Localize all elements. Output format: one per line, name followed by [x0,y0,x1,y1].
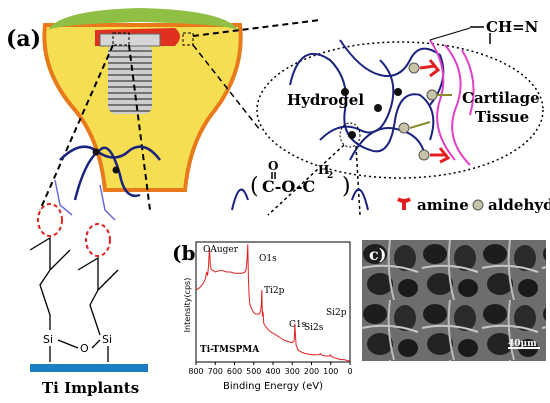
peak-label-ti2p: Ti2p [264,286,285,296]
crosslink-node [348,131,356,139]
molecule-bonds [77,256,119,336]
polymer-chain [73,146,141,201]
ti-implants-label: Ti Implants [42,379,139,397]
reactive-site-marker [85,223,111,257]
plot-frame [195,241,351,363]
crosslink-node [341,88,349,96]
peak-label-o1s: O1s [259,254,277,264]
zoom-box-right [182,32,194,46]
polymer-chain [351,188,369,211]
joint-illustration [39,8,321,211]
polymer-chain [289,52,435,153]
panel-c-label: c) [369,245,386,264]
crosslink-node [394,88,402,96]
tissue-fiber [461,49,475,116]
imine-formula: CH=N [486,18,539,36]
peak-label-si2p: Si2p [326,308,347,318]
scale-bar-label: 40μm [508,339,537,349]
x-tick-label: 400 [265,367,280,376]
molecule-bonds [49,339,109,362]
silane-si-1: Si [43,333,53,346]
panel-c: c) 40μm [362,240,546,361]
aldehyde-group [418,149,430,161]
ester-oxygen: O [268,159,278,173]
crosslink-node [92,148,100,156]
zoom-line [128,44,151,211]
sem-image [362,240,546,361]
peak-label-si2s: Si2s [304,323,324,333]
imine-bond [409,121,431,129]
x-tick-label: 200 [304,367,319,376]
ester-formula: C-O-C [262,177,315,196]
reactive-site-marker [37,203,63,237]
ester-paren-open: ( [250,174,259,199]
aldehyde-icon [472,199,484,211]
y-axis-label: Intensity(cps) [183,278,192,333]
legend: amine aldehyde [396,196,550,214]
ti-implant-bar [30,364,148,372]
peak-label-c1s: C1s [289,320,307,330]
crosslink-node [374,104,382,112]
zoom-line [355,145,361,216]
hydrogel-zoom: Hydrogel Cartilage Tissue CH=N [256,18,544,216]
cartilage-label: Cartilage [462,89,540,107]
tissue-label: Tissue [475,108,529,126]
x-tick-label: 100 [323,367,338,376]
chain-link [54,179,116,221]
zoom-line [192,44,261,131]
implant-screw [108,44,152,114]
aldehyde-group [398,122,410,134]
x-axis: 800 700 600 500 400 300 200 100 0 [188,362,353,376]
ester-fragment: C-O-C O H 2 ( ) [231,159,369,211]
legend-amine: amine [417,196,469,214]
hydrogel-label: Hydrogel [287,91,364,109]
tissue-fiber [429,39,456,161]
aldehyde-group [426,89,438,101]
xps-series-line [195,244,350,362]
x-tick-label: 700 [208,367,223,376]
x-tick-label: 300 [285,367,300,376]
legend-aldehyde: aldehyde [488,196,550,214]
peak-label-oauger: OAuger [203,245,239,255]
x-tick-label: 500 [246,367,261,376]
x-tick-label: 600 [227,367,242,376]
zoom-line [39,44,114,211]
zoom-circle [339,122,361,148]
zoom-line [192,19,321,37]
ester-h-subscript: 2 [327,171,333,181]
amine-group [419,59,441,78]
silane-si-2: Si [102,333,112,346]
x-axis-label: Binding Energy (eV) [223,381,323,392]
silane-o: O [80,342,89,355]
ester-h: H [318,163,329,177]
panel-a-label: (a) [6,26,41,52]
bone-layer [48,8,238,30]
panel-a: (a) [6,8,550,397]
tissue-fiber [444,44,471,166]
crosslink-node [112,166,120,174]
x-tick-label: 0 [347,367,352,376]
ester-paren-close: ) [342,174,351,199]
amine-icon [396,197,412,210]
aldehyde-group [408,62,420,74]
zoom-line [267,144,345,216]
amine-group [430,147,451,164]
x-tick-label: 800 [188,367,203,376]
screw-head [99,33,161,47]
molecule-bonds [29,236,71,330]
callout-line [429,27,471,41]
silane-structure: Si Si O Ti Implants [29,145,161,397]
zoom-ellipse [256,41,544,179]
polymer-chain [231,188,249,211]
sample-label: Ti-TMSPMA [200,345,260,355]
zoom-box-left [112,32,130,46]
